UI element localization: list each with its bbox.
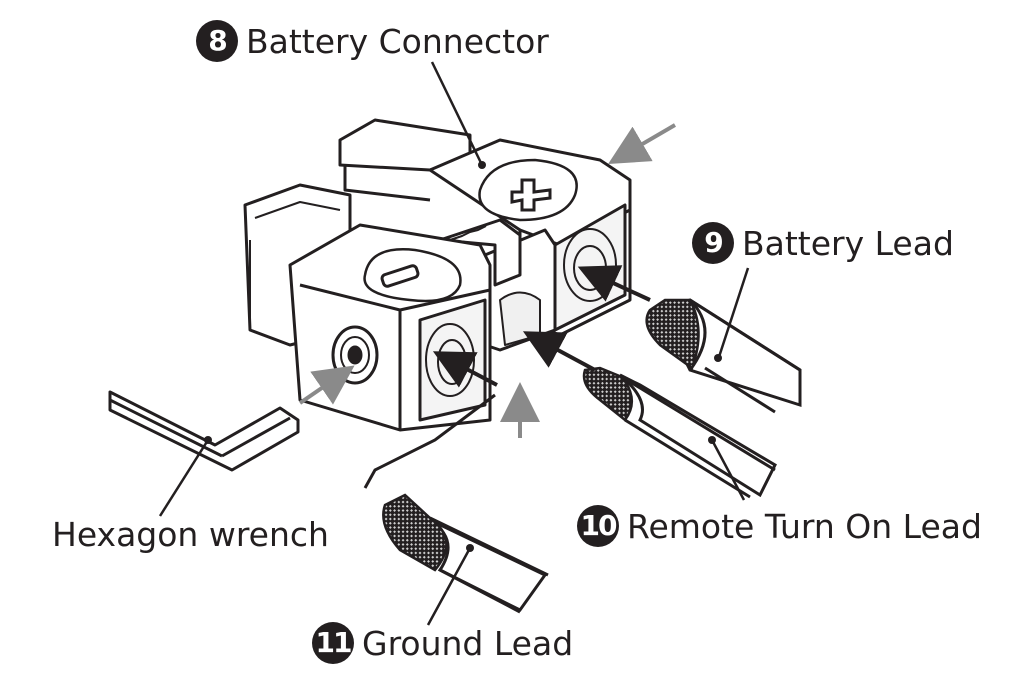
battery-connector-body <box>243 118 632 432</box>
callout-label: Hexagon wrench <box>52 515 329 554</box>
callout-battery-connector: 8 Battery Connector <box>196 20 549 62</box>
callout-label: Battery Connector <box>246 21 549 61</box>
callout-number-badge: 9 <box>692 222 734 264</box>
ground-route-line <box>363 393 496 489</box>
callout-label: Remote Turn On Lead <box>627 506 982 546</box>
callout-ground-lead: 11 Ground Lead <box>312 622 573 664</box>
ground-lead <box>382 493 549 614</box>
hexagon-wrench <box>108 390 300 472</box>
tightening-arrows <box>298 123 677 438</box>
polarity-symbols <box>380 178 552 288</box>
callout-number-badge: 10 <box>577 505 619 547</box>
callout-label: Battery Lead <box>742 223 954 263</box>
insertion-arrows <box>432 265 651 388</box>
plus-symbol <box>510 178 552 212</box>
remote-turn-on-lead <box>582 366 777 499</box>
callout-number-badge: 8 <box>196 20 238 62</box>
battery-lead <box>645 298 802 414</box>
leader-dots <box>204 161 722 552</box>
callout-label: Ground Lead <box>362 623 574 663</box>
callout-hexagon-wrench: Hexagon wrench <box>52 518 329 551</box>
callout-remote-turn-on-lead: 10 Remote Turn On Lead <box>577 505 982 547</box>
leader-lines <box>158 61 750 626</box>
callout-number-badge: 11 <box>312 622 354 664</box>
minus-symbol <box>380 264 420 288</box>
callout-battery-lead: 9 Battery Lead <box>692 222 954 264</box>
